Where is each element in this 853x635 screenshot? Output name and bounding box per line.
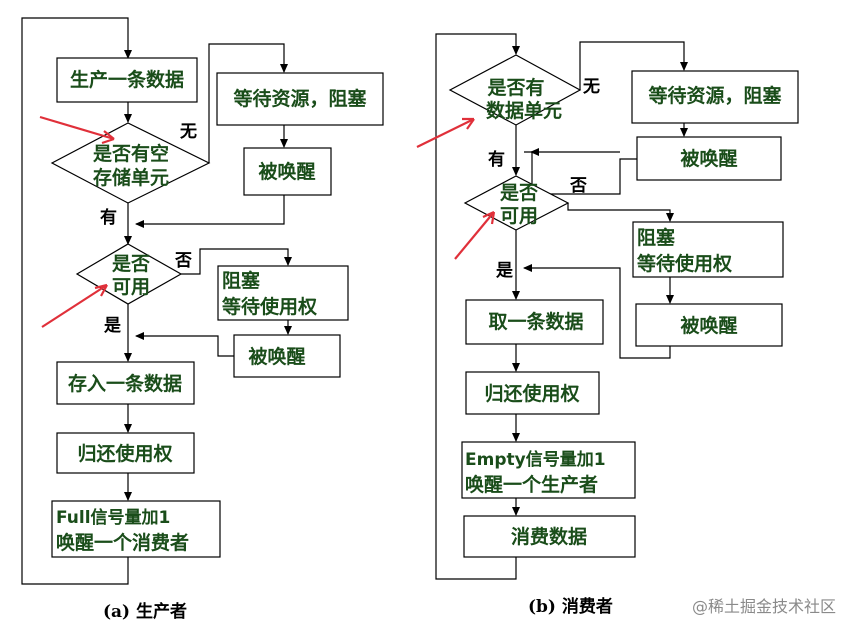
edge-no-data	[579, 41, 688, 90]
fetch-box	[465, 299, 604, 345]
edge-label-not-available: 否	[174, 251, 192, 271]
consume-box	[463, 515, 636, 558]
consumer-loop-line	[435, 33, 520, 580]
available-label-consumer-2: 可用	[500, 205, 538, 227]
block-box-producer	[217, 265, 349, 321]
woken-box-consumer-2	[635, 303, 783, 347]
edge-label-has-space: 有	[100, 207, 117, 228]
woken-label-consumer-1: 被唤醒	[680, 147, 737, 170]
signal-label-1: Full信号量加1	[56, 507, 170, 528]
edge-label-not-available-consumer: 否	[569, 176, 587, 196]
edge-not-available	[181, 248, 292, 275]
block-label-consumer-2: 等待使用权	[636, 252, 732, 275]
wait-block-label-consumer: 等待资源，阻塞	[647, 84, 782, 107]
edge-label-no-data: 无	[582, 77, 600, 97]
available-label-1: 是否	[112, 253, 150, 275]
producer-loop-line	[21, 17, 132, 585]
producer-diagram: 生产一条数据 是否有空 存储单元 无 等待资源，阻塞 被唤醒 有 是否 可用 否…	[21, 17, 384, 622]
has-space-label-1: 是否有空	[93, 142, 169, 165]
consumer-diagram: 是否有 数据单元 无 等待资源，阻塞 被唤醒 有 是否 可用 否 阻塞 等待使用…	[416, 33, 799, 617]
wait-block-label: 等待资源，阻塞	[232, 87, 367, 110]
edge-label-has-data: 有	[488, 149, 505, 170]
wait-block-box-consumer	[631, 70, 799, 124]
has-data-label-2: 数据单元	[486, 99, 562, 122]
red-pointer-4	[454, 211, 495, 260]
return-label-producer: 归还使用权	[77, 442, 172, 465]
return-box-producer	[56, 432, 195, 474]
woken-label-consumer-2: 被唤醒	[680, 314, 737, 337]
signal-label-consumer-1: Empty信号量加1	[465, 449, 606, 470]
available-label-consumer-1: 是否	[500, 182, 538, 204]
watermark: @稀土掘金技术社区	[692, 597, 836, 616]
edge-label-no-space: 无	[179, 122, 197, 142]
red-pointer-4-head	[482, 210, 496, 225]
consume-label: 消费数据	[511, 525, 587, 548]
red-pointer-1	[39, 115, 115, 141]
red-pointer-2	[41, 284, 108, 328]
signal-box-consumer	[461, 441, 636, 499]
woken-box-1	[243, 147, 332, 196]
edge-no-space	[208, 43, 288, 163]
edge-label-available-consumer: 是	[496, 261, 513, 281]
edge-label-available: 是	[104, 316, 121, 336]
woken-label-1: 被唤醒	[258, 160, 315, 183]
produce-box	[56, 57, 198, 103]
block-box-consumer	[632, 221, 784, 278]
signal-label-2: 唤醒一个消费者	[56, 531, 189, 554]
red-pointer-3	[416, 118, 475, 148]
available-label-2: 可用	[112, 276, 150, 298]
signal-box-producer	[51, 500, 221, 558]
woken-label-2: 被唤醒	[248, 345, 305, 368]
red-pointer-1-head	[101, 130, 115, 145]
fetch-label: 取一条数据	[488, 310, 583, 333]
return-box-consumer	[465, 371, 600, 415]
edge-woken-back	[135, 195, 285, 228]
edge-not-available-consumer	[567, 203, 674, 222]
has-space-label-2: 存储单元	[93, 166, 169, 189]
signal-label-consumer-2: 唤醒一个生产者	[465, 473, 598, 496]
producer-caption: (a) 生产者	[103, 601, 187, 622]
block-label-consumer-1: 阻塞	[637, 226, 676, 249]
produce-label: 生产一条数据	[70, 68, 184, 91]
edge-woken2-back-consumer	[523, 264, 671, 359]
store-box	[56, 361, 195, 405]
red-pointer-2-head	[94, 283, 108, 297]
return-label-consumer: 归还使用权	[484, 382, 579, 405]
consumer-caption: (b) 消费者	[528, 596, 613, 617]
has-data-label-1: 是否有	[487, 76, 544, 99]
store-label: 存入一条数据	[68, 372, 182, 395]
block-label-1: 阻塞	[222, 269, 261, 292]
edge-woken2-back	[135, 332, 234, 357]
wait-block-box	[216, 72, 384, 126]
red-pointer-3-head	[462, 117, 475, 130]
block-label-2: 等待使用权	[221, 295, 317, 318]
